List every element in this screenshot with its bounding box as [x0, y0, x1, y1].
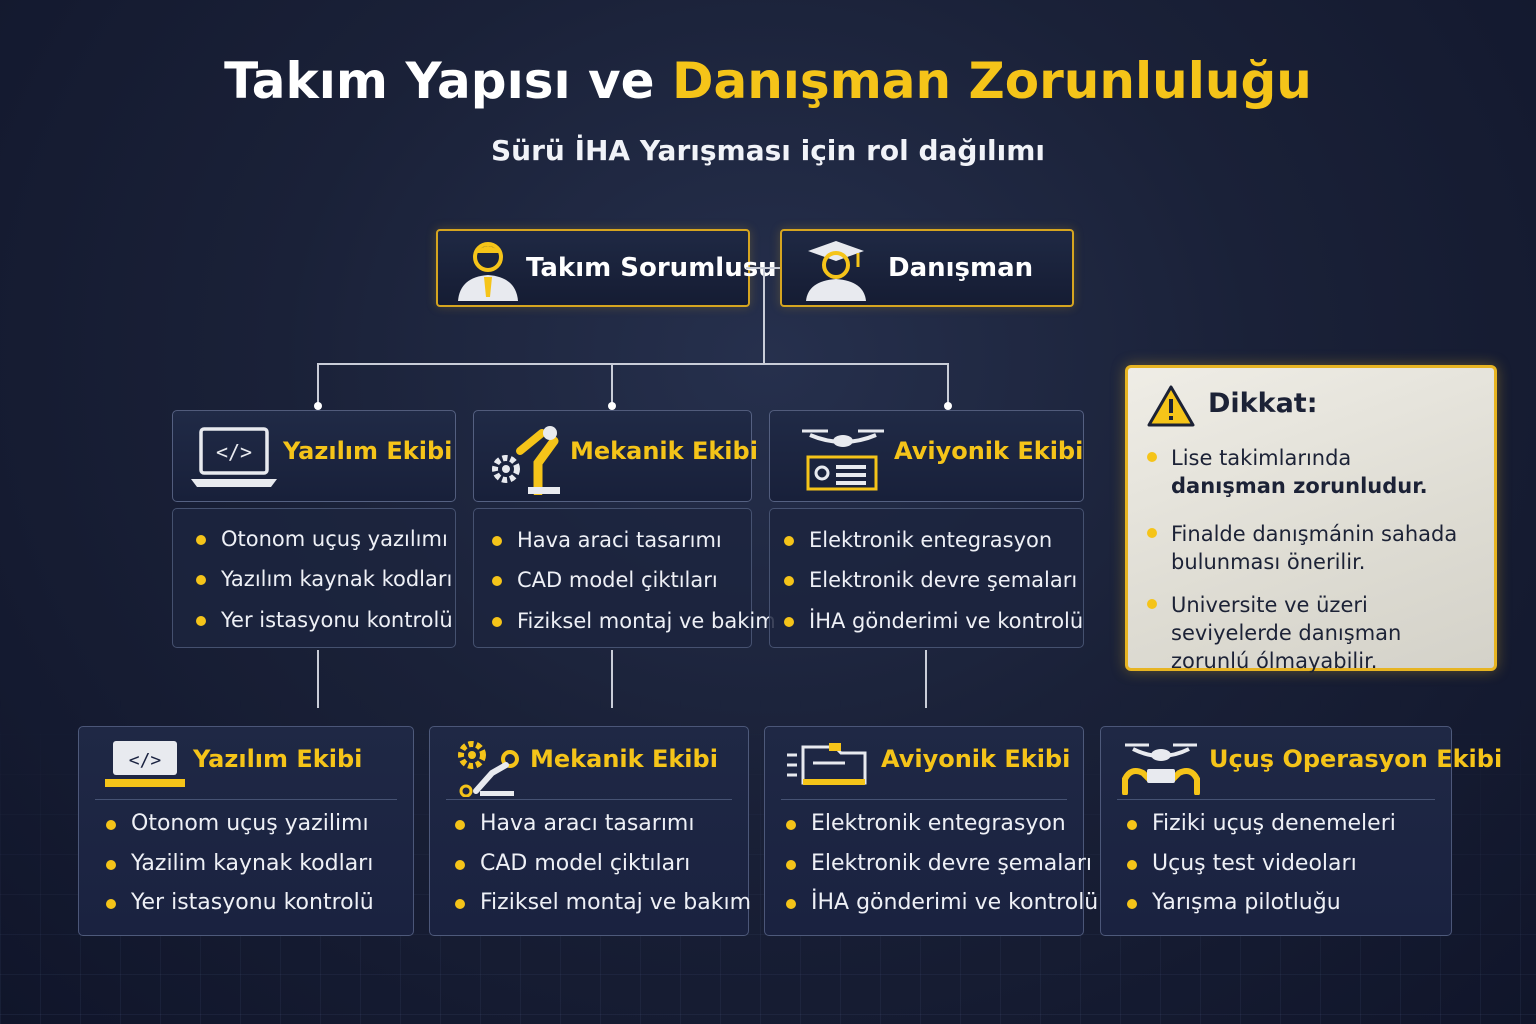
list-item: CAD model çiktıları	[454, 851, 691, 876]
avionics-team-card: Aviyonik Ekibi Elektronik entegrasyon El…	[764, 726, 1098, 936]
list-item: Elektronik entegrasyon	[786, 811, 1066, 836]
code-laptop-icon: </>	[103, 737, 187, 793]
list-item: Elektronik devre şemaları	[783, 568, 1078, 592]
list-item: Uçuş test videoları	[1127, 851, 1357, 876]
connector-line	[763, 267, 765, 364]
flight-ops-team-card: Uçuş Operasyon Ekibi Fiziki uçuş denemel…	[1100, 726, 1502, 936]
connector-line	[611, 650, 613, 708]
warning-box: Dikkat: Lise takimlarında danışman zorun…	[1125, 365, 1497, 673]
avionics-team-header: Aviyonik Ekibi	[769, 410, 1084, 502]
divider	[781, 799, 1067, 800]
page-title: Takım Yapısı ve Danışman Zorunluluğu	[224, 52, 1312, 110]
list-item: Elektronik entegrasyon	[783, 528, 1053, 552]
drone-hands-icon	[1121, 739, 1201, 799]
mechanical-team-name: Mekanik Ekibi	[570, 437, 758, 465]
list-item: Fiziki uçuş denemeleri	[1127, 811, 1396, 836]
flight-ops-team-name: Uçuş Operasyon Ekibi	[1209, 745, 1503, 773]
list-item: Yazılım kaynak kodları	[195, 567, 453, 591]
warning-item: Universite ve üzeri seviyelerde danışman…	[1147, 591, 1481, 675]
list-item: Yarışma pilotluğu	[1127, 890, 1341, 915]
software-team-name: Yazılım Ekibi	[193, 745, 363, 773]
team-leader-label: Takım Sorumlusu	[526, 253, 777, 283]
list-item: Yazilim kaynak kodları	[105, 851, 374, 876]
list-item: Fiziksel montaj ve bakim	[492, 609, 776, 633]
list-item: Hava aracı tasarımı	[454, 811, 695, 836]
team-leader-box: Takım Sorumlusu	[436, 229, 777, 307]
warning-title: Dikkat:	[1208, 388, 1318, 419]
avionics-team-name: Aviyonik Ekibi	[894, 437, 1084, 465]
list-item: Yer istasyonu kontrolü	[196, 608, 453, 632]
connector-line	[317, 650, 319, 708]
connector-dot	[314, 402, 322, 410]
connector-dot	[944, 402, 952, 410]
software-team-card: </> Yazılım Ekibi Otonom uçuş yazilimı Y…	[78, 726, 414, 936]
warning-triangle-icon	[1146, 384, 1196, 432]
avionics-team-name: Aviyonik Ekibi	[881, 745, 1071, 773]
mechanical-team-card: Mekanik Ekibi Hava aracı tasarımı CAD mo…	[429, 726, 751, 936]
person-tie-icon	[454, 239, 524, 305]
divider	[446, 799, 732, 800]
avionics-team-list: Elektronik entegrasyon Elektronik devre …	[769, 508, 1084, 648]
robot-arm-gear-icon	[488, 419, 574, 499]
advisor-box: Danışman	[780, 229, 1074, 307]
list-item: Elektronik devre şemaları	[786, 851, 1092, 876]
circuit-board-icon	[785, 741, 869, 793]
code-laptop-icon: </>	[189, 423, 281, 493]
connector-line	[925, 650, 927, 708]
svg-text:</>: </>	[129, 750, 162, 771]
divider	[1117, 799, 1435, 800]
connector-line	[611, 363, 613, 405]
connector-line	[317, 363, 949, 365]
connector-line	[317, 363, 319, 405]
list-item: İHA gönderimi ve kontrolü	[783, 609, 1084, 633]
graduate-icon	[798, 239, 868, 305]
connector-line	[947, 363, 949, 405]
mechanical-team-list: Hava araci tasarımı CAD model çiktıları …	[473, 508, 776, 648]
list-item: Otonom uçuş yazilimı	[106, 811, 369, 836]
gear-robot-arm-icon	[454, 737, 524, 801]
divider	[95, 799, 397, 800]
page-subtitle: Sürü İHA Yarışması için rol dağılımı	[490, 134, 1046, 167]
list-item: CAD model çiktıları	[492, 568, 718, 592]
mechanical-team-header: Mekanik Ekibi	[473, 410, 758, 502]
software-team-list: Otonom uçuş yazılımı Yazılım kaynak kodl…	[172, 508, 456, 648]
drone-circuit-icon	[798, 423, 888, 497]
list-item: Otonom uçuş yazılımı	[196, 527, 448, 551]
warning-item: Finalde danışmánin sahada bulunması öner…	[1147, 520, 1471, 576]
list-item: İHA gönderimi ve kontrolü	[785, 890, 1099, 915]
mechanical-team-name: Mekanik Ekibi	[530, 745, 718, 773]
list-item: Hava araci tasarımı	[492, 528, 722, 552]
connector-dot	[608, 402, 616, 410]
software-team-header: </> Yazılım Ekibi	[172, 410, 456, 502]
warning-item: Lise takimlarında danışman zorunludur.	[1147, 444, 1471, 500]
advisor-label: Danışman	[888, 253, 1034, 283]
svg-text:</>: </>	[216, 440, 252, 464]
list-item: Yer istasyonu kontrolü	[106, 890, 374, 915]
software-team-name: Yazılım Ekibi	[283, 437, 453, 465]
list-item: Fiziksel montaj ve bakım	[455, 890, 751, 915]
